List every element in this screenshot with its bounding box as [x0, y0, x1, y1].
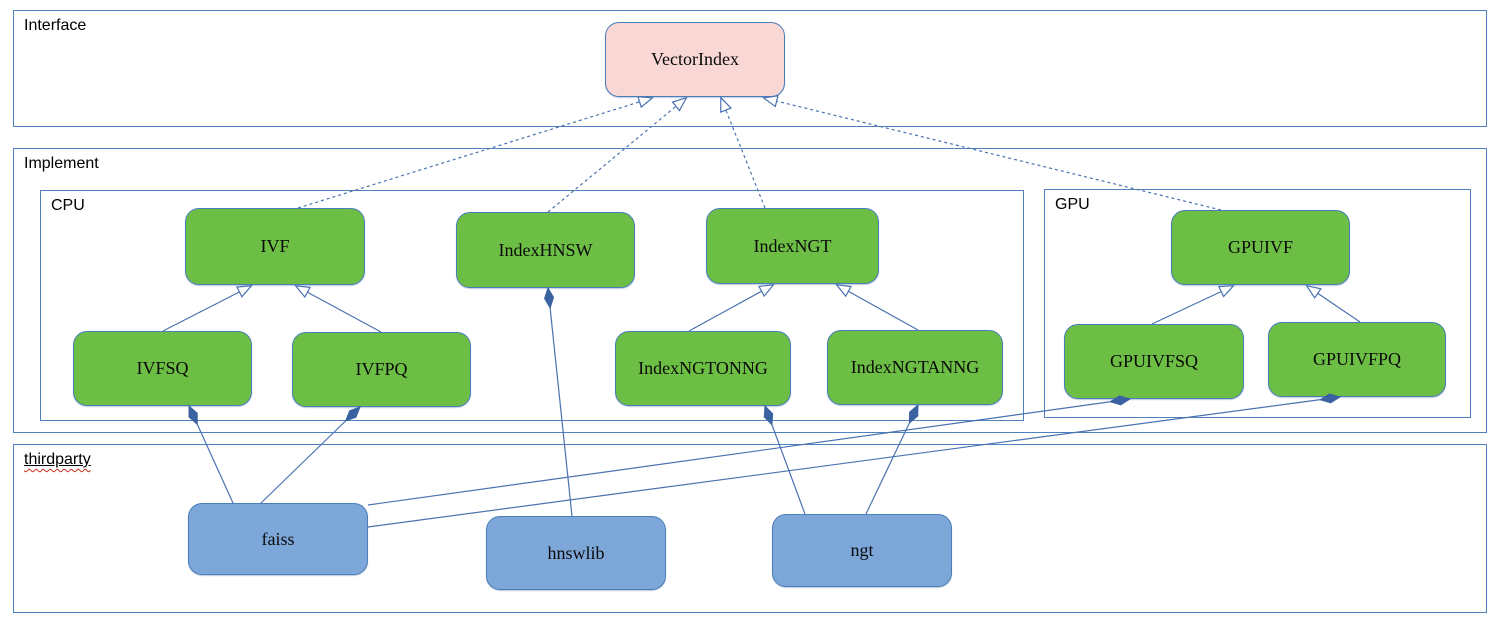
node-label-ivf: IVF — [260, 236, 290, 256]
container-label-text-thirdparty: thirdparty — [24, 451, 91, 468]
node-gpuivf[interactable]: GPUIVF — [1171, 210, 1350, 285]
node-label-indexngtonng: IndexNGTONNG — [638, 358, 768, 378]
node-gpuivfsq[interactable]: GPUIVFSQ — [1064, 324, 1244, 399]
node-indexhnsw[interactable]: IndexHNSW — [456, 212, 635, 288]
node-label-indexhnsw: IndexHNSW — [498, 239, 593, 260]
node-faiss[interactable]: faiss — [188, 503, 368, 575]
node-gpuivfpq[interactable]: GPUIVFPQ — [1268, 322, 1446, 397]
node-vectorindex[interactable]: VectorIndex — [605, 22, 785, 97]
node-label-gpuivfpq: GPUIVFPQ — [1312, 349, 1402, 369]
container-label-interface: Interface — [24, 17, 86, 35]
node-ivfsq[interactable]: IVFSQ — [73, 331, 252, 406]
node-label-ngt: ngt — [850, 540, 874, 560]
container-label-text-gpu: GPU — [1055, 196, 1090, 213]
node-indexngtanng[interactable]: IndexNGTANNG — [827, 330, 1003, 405]
node-label-indexngt: IndexNGT — [753, 235, 832, 256]
node-indexngtonng[interactable]: IndexNGTONNG — [615, 331, 791, 406]
node-hnswlib[interactable]: hnswlib — [486, 516, 666, 590]
container-label-cpu: CPU — [51, 197, 85, 215]
node-label-ivfpq: IVFPQ — [355, 359, 408, 379]
container-label-gpu: GPU — [1055, 196, 1090, 214]
node-ivfpq[interactable]: IVFPQ — [292, 332, 471, 407]
node-indexngt[interactable]: IndexNGT — [706, 208, 879, 284]
node-label-gpuivf: GPUIVF — [1227, 237, 1293, 257]
container-label-text-cpu: CPU — [51, 197, 85, 214]
node-ngt[interactable]: ngt — [772, 514, 952, 587]
node-label-faiss: faiss — [261, 528, 295, 549]
node-label-ivfsq: IVFSQ — [136, 358, 189, 378]
node-label-hnswlib: hnswlib — [547, 542, 605, 563]
container-label-implement: Implement — [24, 155, 99, 173]
node-label-vectorindex: VectorIndex — [651, 49, 739, 69]
container-label-thirdparty: thirdparty — [24, 451, 91, 469]
node-label-indexngtanng: IndexNGTANNG — [850, 357, 980, 377]
node-label-gpuivfsq: GPUIVFSQ — [1109, 351, 1199, 371]
container-label-text-interface: Interface — [24, 17, 87, 34]
container-label-text-implement: Implement — [24, 155, 99, 172]
node-ivf[interactable]: IVF — [185, 208, 365, 285]
